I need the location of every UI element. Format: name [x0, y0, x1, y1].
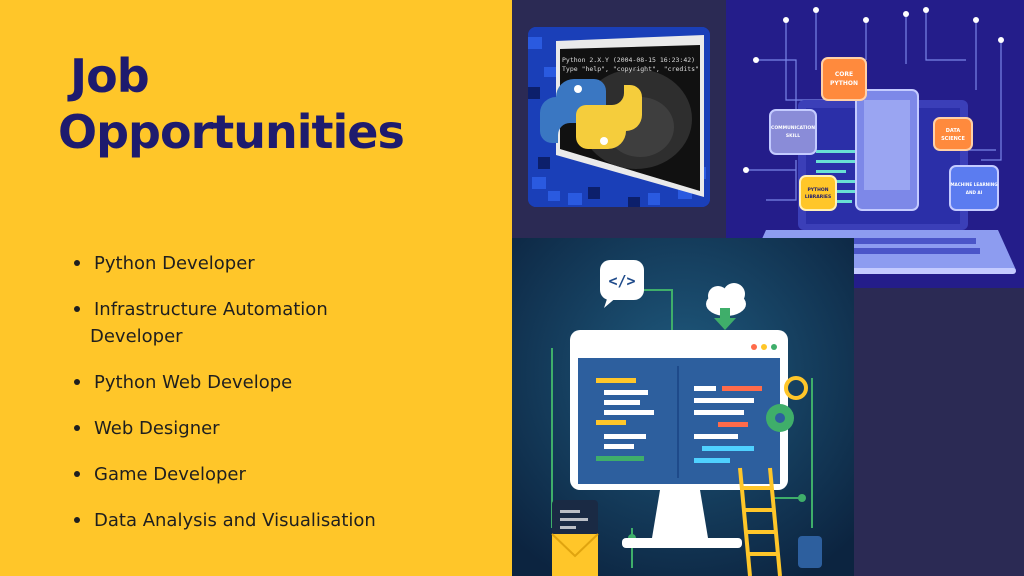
- svg-text:SKILL: SKILL: [786, 133, 800, 139]
- svg-text:SCIENCE: SCIENCE: [941, 136, 965, 142]
- python-logo-icon: [540, 79, 642, 149]
- list-item: Web Designer: [74, 415, 474, 442]
- gear-icon: [766, 376, 808, 432]
- code-bubble-icon: </>: [600, 260, 644, 308]
- svg-text:MACHINE LEARNING: MACHINE LEARNING: [950, 182, 998, 187]
- job-list: Python Developer Infrastructure Automati…: [74, 250, 474, 553]
- svg-text:AND AI: AND AI: [966, 190, 983, 195]
- web-development-image: </>: [512, 238, 854, 576]
- terminal-line-2: Type "help", "copyright", "credits": [562, 65, 699, 73]
- list-item: Game Developer: [74, 461, 474, 488]
- svg-text:LIBRARIES: LIBRARIES: [805, 194, 831, 200]
- svg-text:CORE: CORE: [835, 71, 853, 78]
- list-item: Python Web Develope: [74, 369, 474, 396]
- title-line-2: Opportunities: [58, 105, 405, 159]
- svg-text:DATA: DATA: [946, 128, 961, 134]
- svg-text:</>: </>: [608, 272, 635, 290]
- terminal-line-1: Python 2.X.Y (2004-08-15 16:23:42): [562, 56, 695, 64]
- svg-text:COMMUNICATION: COMMUNICATION: [771, 125, 815, 131]
- left-panel: Job Opportunities Python Developer Infra…: [0, 0, 512, 576]
- svg-text:PYTHON: PYTHON: [830, 80, 858, 87]
- list-item: Python Developer: [74, 250, 474, 277]
- title-line-1: Job: [70, 49, 150, 103]
- svg-text:PYTHON: PYTHON: [808, 187, 829, 193]
- list-item: Data Analysis and Visualisation: [74, 507, 474, 534]
- slide-title: Job Opportunities: [58, 48, 405, 160]
- cloud-download-icon: [706, 283, 746, 330]
- python-terminal-image: Python 2.X.Y (2004-08-15 16:23:42) Type …: [528, 27, 710, 207]
